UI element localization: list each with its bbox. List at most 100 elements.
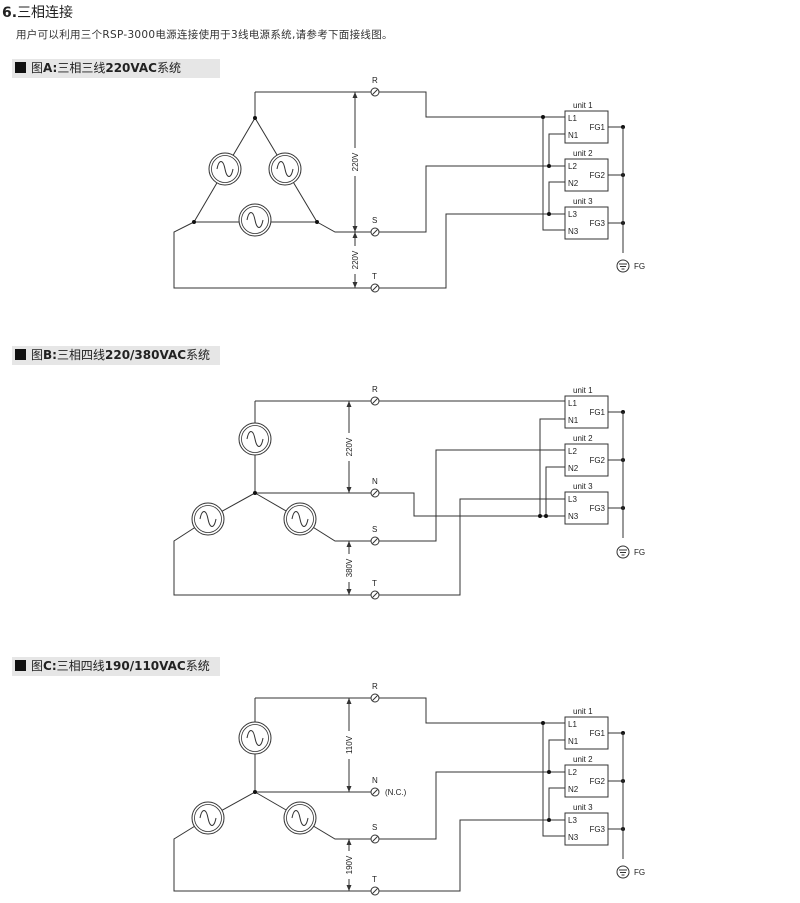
ac-source-icon xyxy=(191,801,225,835)
square-bullet-icon xyxy=(15,62,26,73)
unit-n-label: N2 xyxy=(568,179,579,188)
terminal-label-s: S xyxy=(372,823,377,832)
terminal-label-n: N xyxy=(372,477,378,486)
sine-wave xyxy=(199,810,217,826)
ac-source-icon xyxy=(238,422,272,456)
unit-fg-label: FG3 xyxy=(589,825,605,834)
sine-wave xyxy=(246,730,264,746)
terminal-label-r: R xyxy=(372,385,378,394)
terminal-slash xyxy=(372,490,378,496)
voltage-dimension: 220V xyxy=(350,232,360,288)
jumper-n3-l1 xyxy=(542,722,565,837)
unit-l-label: L1 xyxy=(568,399,577,408)
unit-l-label: L3 xyxy=(568,210,577,219)
unit-l-label: L3 xyxy=(568,816,577,825)
jumper-n2-l3 xyxy=(548,181,565,214)
terminal-label-s: S xyxy=(372,525,377,534)
unit-fg-label: FG2 xyxy=(589,171,605,180)
unit-title: unit 1 xyxy=(573,101,593,110)
voltage-dimension: 220V xyxy=(344,401,354,493)
nc-label: (N.C.) xyxy=(385,788,407,797)
unit-n-label: N2 xyxy=(568,785,579,794)
unit-title: unit 2 xyxy=(573,434,593,443)
diagram-a-header: 图A:三相三线220VAC系统 xyxy=(12,59,220,78)
unit-title: unit 1 xyxy=(573,386,593,395)
terminal-screw-icon xyxy=(370,283,380,293)
jumper-n1-l2 xyxy=(548,133,565,166)
unit-fg-label: FG1 xyxy=(589,408,605,417)
terminal-label-s: S xyxy=(372,216,377,225)
unit-n-label: N3 xyxy=(568,512,579,521)
sine-wave xyxy=(246,212,264,228)
label-gap xyxy=(350,148,360,176)
label-gap xyxy=(344,433,354,461)
terminal-screw-icon xyxy=(370,396,380,406)
label-gap xyxy=(344,851,354,879)
fig-letter: B xyxy=(43,348,53,362)
terminal-slash xyxy=(372,789,378,795)
junction-dot xyxy=(538,514,542,518)
system-text: 系统 xyxy=(185,659,210,673)
unit-rect xyxy=(564,764,609,798)
ac-source-icon xyxy=(238,721,272,755)
terminal-screw-icon xyxy=(370,834,380,844)
unit-n-label: N2 xyxy=(568,464,579,473)
diagram-c-header: 图C:三相四线190/110VAC系统 xyxy=(12,657,220,676)
terminal-screw-icon xyxy=(370,886,380,896)
source-inner-ring xyxy=(194,505,222,533)
arrow-up-icon xyxy=(346,401,352,407)
terminal-screw-icon xyxy=(370,227,380,237)
unit-title: unit 3 xyxy=(573,803,593,812)
source-inner-ring xyxy=(271,155,299,183)
voltage-dimension: 380V xyxy=(344,541,354,595)
unit-title: unit 2 xyxy=(573,755,593,764)
ac-source-icon xyxy=(191,502,225,536)
fg-ground-label: FG xyxy=(634,548,645,557)
sine-wave xyxy=(199,511,217,527)
junction-dot xyxy=(253,116,257,120)
square-bullet-icon xyxy=(15,660,26,671)
terminal-screw-icon xyxy=(370,787,380,797)
jumper-n3-l1 xyxy=(542,116,565,231)
voltage-label: 220V xyxy=(351,152,360,171)
arrow-down-icon xyxy=(346,786,352,792)
terminal-label-t: T xyxy=(372,579,377,588)
fig-word: 图 xyxy=(31,659,44,673)
ac-source-icon xyxy=(283,502,317,536)
unit-title: unit 3 xyxy=(573,197,593,206)
jumper-n1-l2 xyxy=(548,739,565,772)
unit-title: unit 1 xyxy=(573,707,593,716)
unit-fg-label: FG3 xyxy=(589,219,605,228)
unit-rect xyxy=(564,812,609,846)
ac-source-icon xyxy=(268,152,302,186)
fg-ground-label: FG xyxy=(634,262,645,271)
arrow-down-icon xyxy=(352,282,358,288)
unit-fg-label: FG1 xyxy=(589,729,605,738)
terminal-slash xyxy=(372,229,378,235)
sine-wave xyxy=(291,810,309,826)
t-line xyxy=(173,817,371,892)
unit-fg-label: FG3 xyxy=(589,504,605,513)
fig-sep: : xyxy=(51,659,57,673)
t-to-l3 xyxy=(379,213,565,289)
unit-rect xyxy=(564,206,609,240)
junction-dot xyxy=(253,491,257,495)
s-to-l2 xyxy=(379,449,565,542)
fg-ground-label: FG xyxy=(634,868,645,877)
unit-l-label: L2 xyxy=(568,768,577,777)
phase-text: 三相四线 xyxy=(56,348,105,362)
phase-text: 三相四线 xyxy=(56,659,105,673)
junction-dot xyxy=(541,721,545,725)
arrow-up-icon xyxy=(346,839,352,845)
voltage-dimension: 190V xyxy=(344,839,354,891)
source-inner-ring xyxy=(241,206,269,234)
junction-dot xyxy=(192,220,196,224)
arrow-up-icon xyxy=(346,698,352,704)
voltage-label: 220V xyxy=(345,437,354,456)
source-inner-ring xyxy=(286,505,314,533)
unit-fg-label: FG2 xyxy=(589,456,605,465)
junction-dot xyxy=(547,770,551,774)
